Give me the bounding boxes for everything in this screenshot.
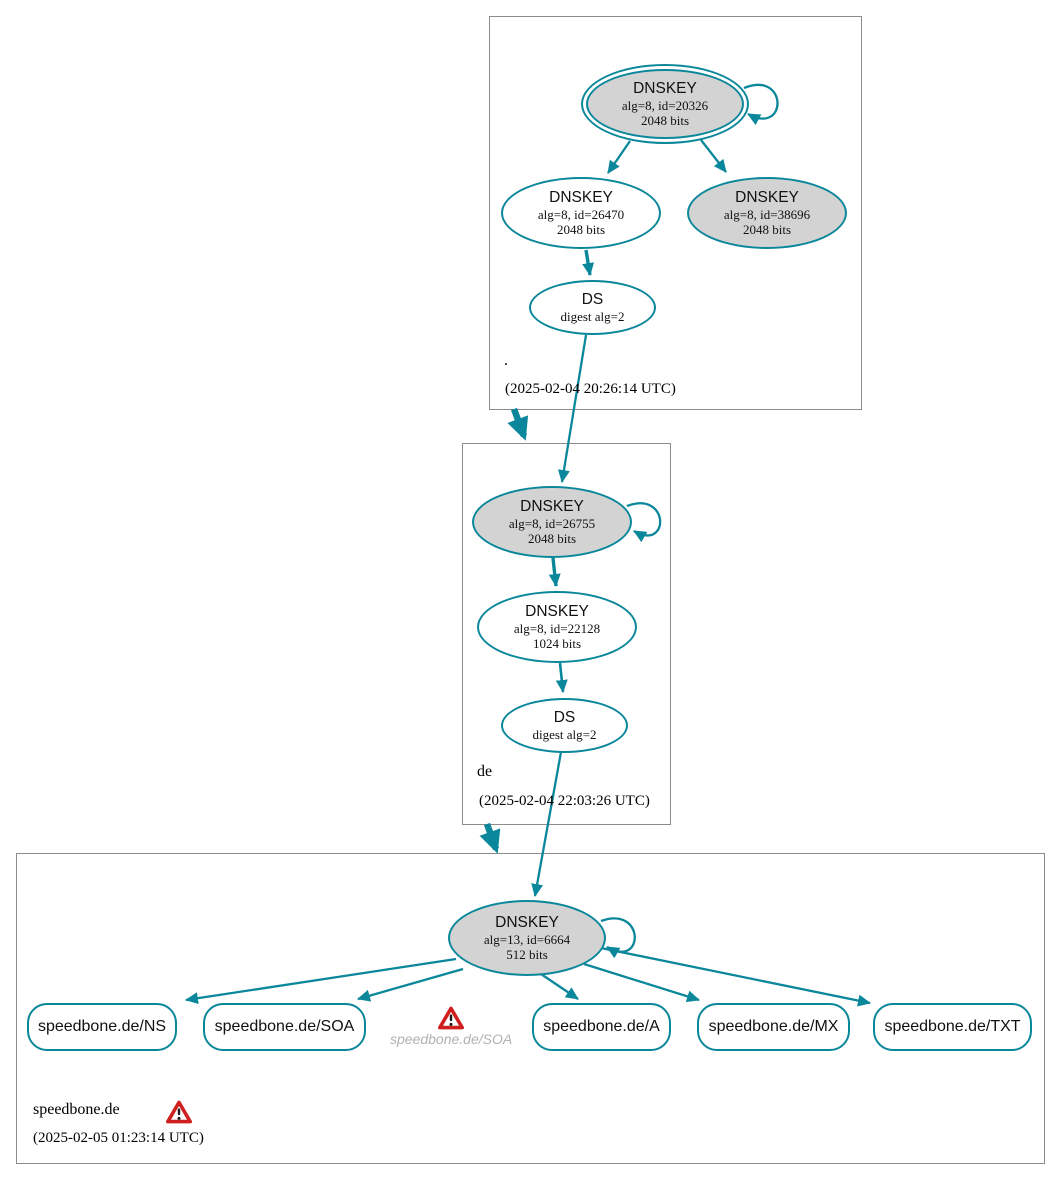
node-root-ksk-dnskey[interactable]: DNSKEY alg=8, id=20326 2048 bits: [581, 64, 749, 144]
node-de-ksk-dnskey[interactable]: DNSKEY alg=8, id=26755 2048 bits: [472, 486, 632, 558]
node-root-dnskey-38696[interactable]: DNSKEY alg=8, id=38696 2048 bits: [687, 177, 847, 249]
edge-root-ksk-self-sign: [743, 83, 779, 126]
edge-speedbone-dnskey-to-soa: [357, 967, 464, 1002]
edge-de-ds-to-speedbone-dnskey: [531, 751, 563, 897]
edge-de-ksk-to-zsk: [548, 557, 561, 587]
zone-label-speedbone: speedbone.de: [33, 1101, 120, 1118]
node-detail-alg-id: alg=8, id=38696: [723, 206, 811, 222]
edge-root-ksk-to-zsk: [607, 140, 631, 174]
node-title: DS: [553, 708, 576, 726]
zone-box-de: [462, 443, 671, 825]
node-detail-alg-id: alg=13, id=6664: [483, 931, 571, 947]
zone-warning-triangle-icon[interactable]: [166, 1100, 192, 1124]
rrset-label: speedbone.de/NS: [37, 1018, 167, 1035]
zone-label-root: .: [504, 352, 508, 369]
zone-timestamp-de: (2025-02-04 22:03:26 UTC): [479, 793, 650, 809]
node-detail-digest: digest alg=2: [532, 726, 597, 742]
edge-root-ksk-to-key2: [700, 139, 727, 173]
edge-root-ds-to-de-ksk: [558, 334, 588, 483]
node-de-ds[interactable]: DS digest alg=2: [501, 698, 628, 753]
zone-box-root: [489, 16, 862, 410]
node-detail-bits: 2048 bits: [742, 221, 792, 237]
node-detail-bits: 2048 bits: [640, 112, 690, 128]
node-rrset-a[interactable]: speedbone.de/A: [532, 1003, 671, 1051]
zone-box-speedbone: [16, 853, 1045, 1164]
edge-speedbone-dnskey-to-a: [540, 973, 579, 1000]
node-speedbone-dnskey[interactable]: DNSKEY alg=13, id=6664 512 bits: [448, 900, 606, 976]
edge-delegation-root-to-de: [507, 407, 529, 441]
edge-delegation-de-to-speedbone: [479, 822, 501, 854]
rrset-soa-warning-label: speedbone.de/SOA: [390, 1031, 513, 1047]
node-title: DNSKEY: [549, 188, 613, 206]
node-detail-digest: digest alg=2: [560, 308, 625, 324]
zone-timestamp-root: (2025-02-04 20:26:14 UTC): [505, 381, 676, 397]
rrset-label: speedbone.de/A: [543, 1018, 660, 1035]
node-title: DNSKEY: [520, 497, 584, 515]
node-title: DNSKEY: [735, 188, 799, 206]
node-de-zsk-dnskey[interactable]: DNSKEY alg=8, id=22128 1024 bits: [477, 591, 637, 663]
node-detail-bits: 2048 bits: [527, 530, 577, 546]
node-detail-alg-id: alg=8, id=26470: [537, 206, 625, 222]
node-root-ds[interactable]: DS digest alg=2: [529, 280, 656, 335]
node-detail-bits: 2048 bits: [556, 221, 606, 237]
edge-speedbone-dnskey-to-txt: [600, 946, 871, 1007]
node-title: DNSKEY: [633, 79, 697, 97]
node-rrset-ns[interactable]: speedbone.de/NS: [27, 1003, 177, 1051]
node-title: DNSKEY: [495, 913, 559, 931]
edge-de-ksk-self-sign: [626, 502, 662, 543]
node-detail-bits: 1024 bits: [532, 635, 582, 651]
rrset-label: speedbone.de/MX: [708, 1018, 839, 1035]
edge-speedbone-dnskey-to-ns: [185, 957, 457, 1005]
rrset-label: speedbone.de/SOA: [214, 1018, 355, 1035]
ksk-inner-ellipse: [586, 69, 744, 139]
node-detail-alg-id: alg=8, id=20326: [621, 97, 709, 113]
edge-de-zsk-to-ds: [555, 662, 568, 693]
rrset-label: speedbone.de/TXT: [884, 1018, 1021, 1035]
node-rrset-txt[interactable]: speedbone.de/TXT: [873, 1003, 1032, 1051]
node-rrset-soa[interactable]: speedbone.de/SOA: [203, 1003, 366, 1051]
node-detail-bits: 512 bits: [506, 946, 548, 962]
node-rrset-mx[interactable]: speedbone.de/MX: [697, 1003, 850, 1051]
zone-label-de: de: [477, 763, 493, 780]
edge-speedbone-dnskey-self-sign: [600, 917, 636, 959]
edge-speedbone-dnskey-to-mx: [583, 962, 700, 1003]
warning-triangle-icon[interactable]: [438, 1006, 464, 1030]
node-title: DS: [581, 290, 604, 308]
node-title: DNSKEY: [525, 602, 589, 620]
node-root-zsk-dnskey[interactable]: DNSKEY alg=8, id=26470 2048 bits: [501, 177, 661, 249]
node-detail-alg-id: alg=8, id=22128: [513, 620, 601, 636]
zone-timestamp-speedbone: (2025-02-05 01:23:14 UTC): [33, 1130, 204, 1146]
edge-root-zsk-to-ds: [582, 249, 595, 276]
node-detail-alg-id: alg=8, id=26755: [508, 515, 596, 531]
